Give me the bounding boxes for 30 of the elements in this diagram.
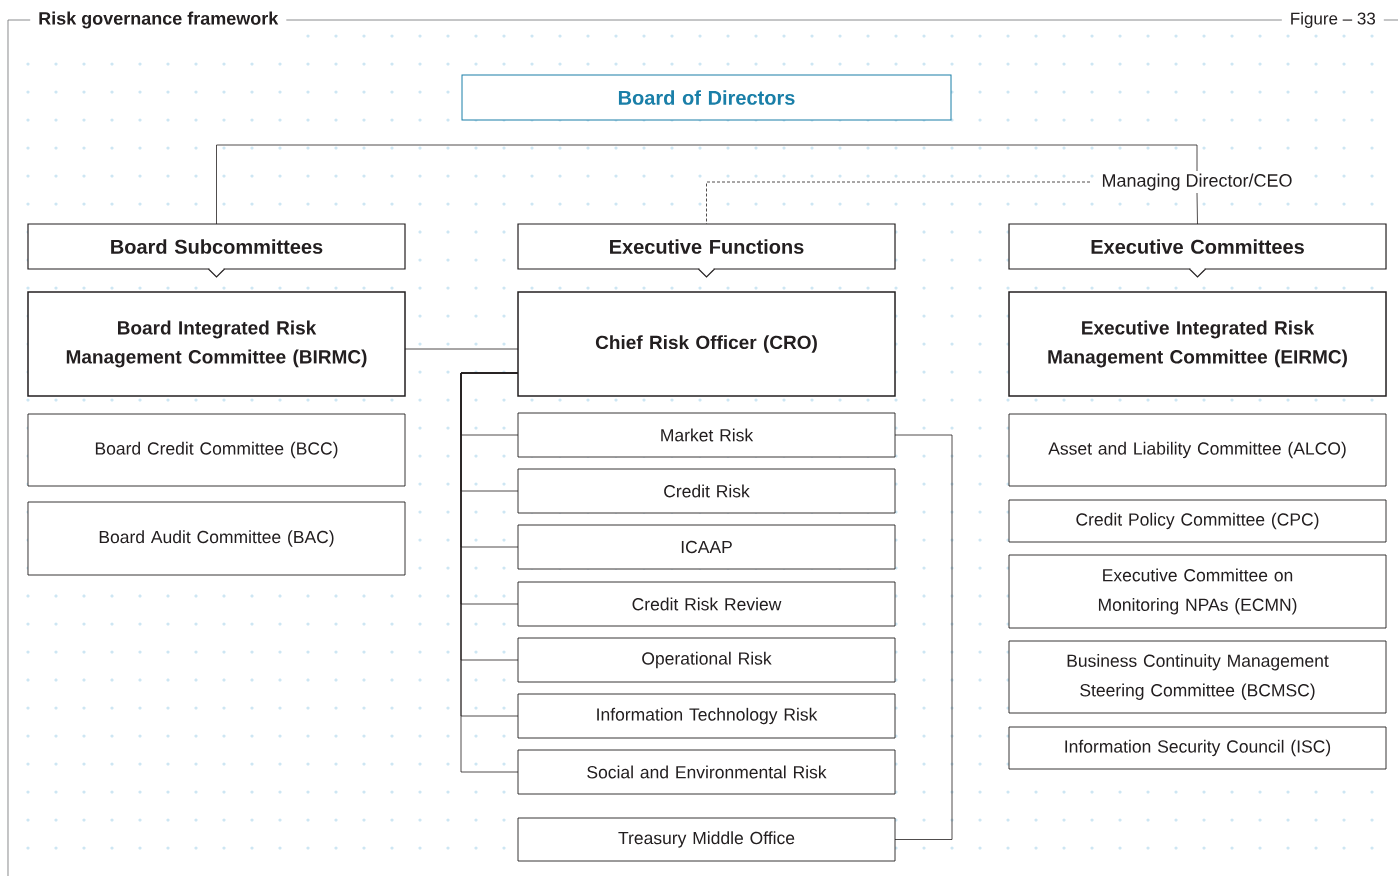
section-header-box: Executive Committees (1008, 223, 1387, 278)
unit-box: Information Technology Risk (517, 693, 896, 739)
figure-title: Risk governance framework (30, 8, 287, 32)
unit-box: Asset and Liability Committee (ALCO) (1008, 413, 1387, 487)
header-box: Board of Directors (461, 74, 952, 121)
unit-box: Board Credit Committee (BCC) (27, 413, 406, 487)
connector-line (1196, 192, 1198, 225)
section-header-box: Board Subcommittees (27, 223, 406, 278)
unit-box: Credit Policy Committee (CPC) (1008, 499, 1387, 543)
unit-box: Business Continuity Management Steering Committee (BCMSC) (1008, 640, 1387, 714)
connector-line (216, 144, 1198, 225)
connector-line (404, 348, 519, 350)
unit-box: Board Audit Committee (BAC) (27, 501, 406, 576)
role-label: Managing Director/CEO (1099, 171, 1295, 193)
unit-box: Market Risk (517, 412, 896, 458)
committee-box: Chief Risk Officer (CRO) (517, 291, 896, 397)
figure-number: Figure – 33 (1281, 8, 1384, 32)
unit-box: ICAAP (517, 524, 896, 570)
unit-box: Executive Committee on Monitoring NPAs (ECMN) (1008, 554, 1387, 629)
committee-box: Executive Integrated Risk Management Committee (EIRMC) (1008, 291, 1387, 397)
connector-line (894, 434, 953, 840)
unit-box: Treasury Middle Office (517, 817, 896, 862)
connector-line (706, 181, 1091, 225)
unit-box: Operational Risk (517, 637, 896, 683)
unit-box: Credit Risk (517, 468, 896, 514)
unit-box: Social and Environmental Risk (517, 749, 896, 795)
committee-box: Board Integrated Risk Management Committee (BIRMC) (27, 291, 406, 397)
unit-box: Information Security Council (ISC) (1008, 726, 1387, 770)
unit-box: Credit Risk Review (517, 581, 896, 627)
section-header-box: Executive Functions (517, 223, 896, 278)
